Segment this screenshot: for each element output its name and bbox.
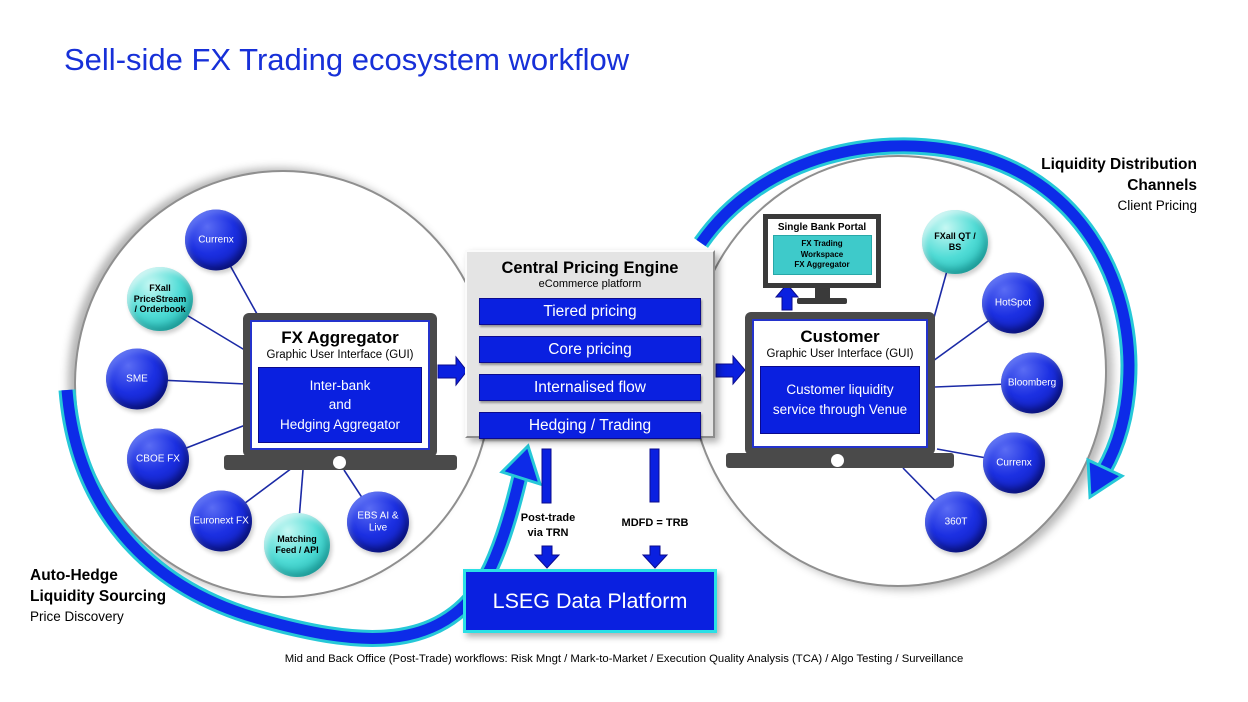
fx-aggregator-subtitle: Graphic User Interface (GUI) xyxy=(266,349,414,361)
mdfd-label: MDFD = TRB xyxy=(621,517,689,529)
customer-subtitle: Graphic User Interface (GUI) xyxy=(766,348,914,360)
fx-aggregator-trackpad-button xyxy=(333,456,346,469)
node-matching-feed-api: Matching Feed / API xyxy=(264,513,330,577)
auto-hedge-swoosh-arrow xyxy=(58,389,543,647)
monitor-foot xyxy=(797,298,847,304)
fx-aggregator-panel: Inter-bank and Hedging Aggregator xyxy=(258,367,422,443)
post-trade-feed-bar xyxy=(541,448,552,504)
single-bank-portal-panel: FX Trading Workspace FX Aggregator xyxy=(772,235,872,275)
customer-title: Customer xyxy=(800,327,880,346)
cpe-subtitle: eCommerce platform xyxy=(538,278,642,290)
cpe-bar-internalised-flow: Internalised flow xyxy=(479,374,701,401)
fx-aggregator-title: FX Aggregator xyxy=(281,328,399,347)
footer-caption: Mid and Back Office (Post-Trade) workflo… xyxy=(284,653,964,665)
cpe-bar-hedging-trading: Hedging / Trading xyxy=(479,412,701,439)
monitor-stand xyxy=(815,288,830,299)
liquidity-distribution-annotation: Liquidity Distribution Channels Client P… xyxy=(1041,155,1197,213)
node-sme: SME xyxy=(106,348,168,410)
post-trade-label: Post-trade via TRN xyxy=(520,512,576,539)
lseg-data-platform-box: LSEG Data Platform xyxy=(463,569,717,633)
arrow-mdfd-to-lseg xyxy=(641,545,669,569)
distribution-swoosh-arrow xyxy=(694,137,1138,500)
single-bank-portal-monitor: Single Bank Portal FX Trading Workspace … xyxy=(763,214,881,288)
node-currenx-left: Currenx xyxy=(185,209,247,271)
distribution-arrowhead xyxy=(1086,457,1126,500)
liquidity-distribution-title: Liquidity Distribution Channels xyxy=(1041,156,1197,194)
arrow-customer-to-portal xyxy=(774,283,800,311)
cpe-title: Central Pricing Engine xyxy=(501,259,679,277)
auto-hedge-arrowhead xyxy=(499,443,543,487)
auto-hedge-annotation: Auto-Hedge Liquidity Sourcing Price Disc… xyxy=(30,566,166,624)
node-360t: 360T xyxy=(925,491,987,553)
customer-trackpad-button xyxy=(831,454,844,467)
arrow-cpe-to-customer xyxy=(715,354,746,386)
fx-aggregator-laptop: FX Aggregator Graphic User Interface (GU… xyxy=(243,313,437,457)
node-ebs-ai-live: EBS AI & Live xyxy=(347,491,409,553)
node-euronext-fx: Euronext FX xyxy=(190,490,252,552)
auto-hedge-title: Auto-Hedge Liquidity Sourcing xyxy=(30,567,167,605)
arrow-post-trade-to-lseg xyxy=(533,545,561,569)
node-fxall-qt-bs: FXall QT / BS xyxy=(922,210,988,274)
node-currenx-right: Currenx xyxy=(983,432,1045,494)
single-bank-portal-title: Single Bank Portal xyxy=(777,222,867,233)
node-fxall-pricestream-orderbook: FXall PriceStream / Orderbook xyxy=(127,267,193,331)
mdfd-feed-bar xyxy=(649,448,660,503)
node-cboe-fx: CBOE FX xyxy=(127,428,189,490)
customer-panel: Customer liquidity service through Venue xyxy=(760,366,920,434)
node-hotspot: HotSpot xyxy=(982,272,1044,334)
cpe-bar-tiered-pricing: Tiered pricing xyxy=(479,298,701,325)
customer-laptop: Customer Graphic User Interface (GUI) Cu… xyxy=(745,312,935,455)
arrow-aggregator-to-cpe xyxy=(437,355,468,387)
price-discovery-label: Price Discovery xyxy=(30,608,124,624)
client-pricing-label: Client Pricing xyxy=(1117,197,1197,213)
node-bloomberg: Bloomberg xyxy=(1001,352,1063,414)
cpe-bar-core-pricing: Core pricing xyxy=(479,336,701,363)
page-title: Sell-side FX Trading ecosystem workflow xyxy=(64,42,630,77)
fx-aggregator-screen: FX Aggregator Graphic User Interface (GU… xyxy=(250,320,430,450)
customer-screen: Customer Graphic User Interface (GUI) Cu… xyxy=(752,319,928,448)
central-pricing-engine-box: Central Pricing Engine eCommerce platfor… xyxy=(465,250,715,439)
